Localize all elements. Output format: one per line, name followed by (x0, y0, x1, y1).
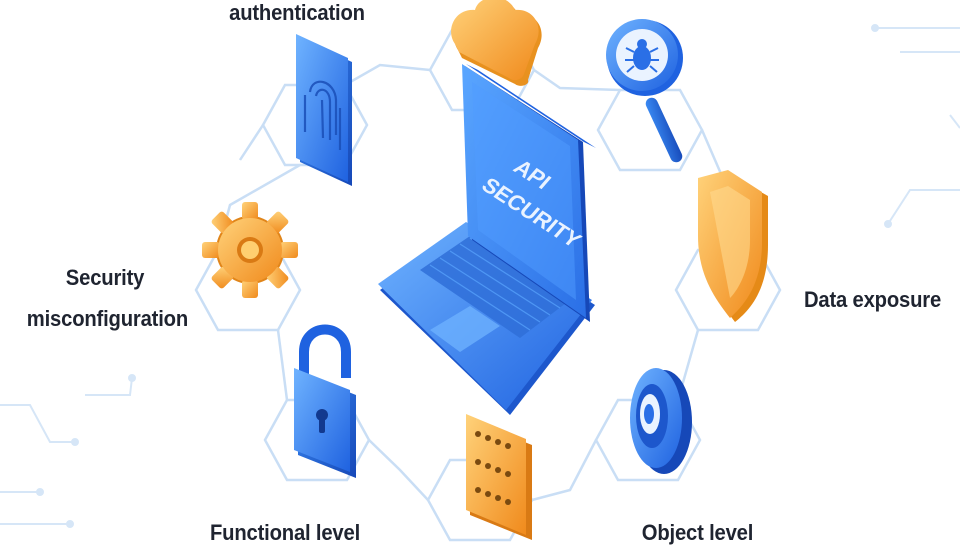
circuit-lines (0, 24, 960, 528)
label-authentication: authentication (229, 0, 365, 25)
label-functional-level: Functional level (209, 520, 361, 545)
gear-icon (202, 202, 298, 298)
label-security-misconfiguration-line2: misconfiguration (26, 306, 189, 331)
laptop-icon: API SECURITY (378, 64, 596, 415)
shield-icon (698, 170, 768, 322)
cloud-icon (451, 0, 542, 86)
password-field-icon (466, 414, 532, 540)
fingerprint-icon (296, 34, 352, 186)
label-security-misconfiguration-line1: Security (65, 265, 145, 290)
label-data-exposure: Data exposure (803, 287, 942, 312)
padlock-icon (294, 324, 356, 478)
bug-magnifier-icon (606, 19, 683, 163)
label-object-level: Object level (641, 520, 754, 545)
safe-dial-icon (630, 368, 692, 474)
